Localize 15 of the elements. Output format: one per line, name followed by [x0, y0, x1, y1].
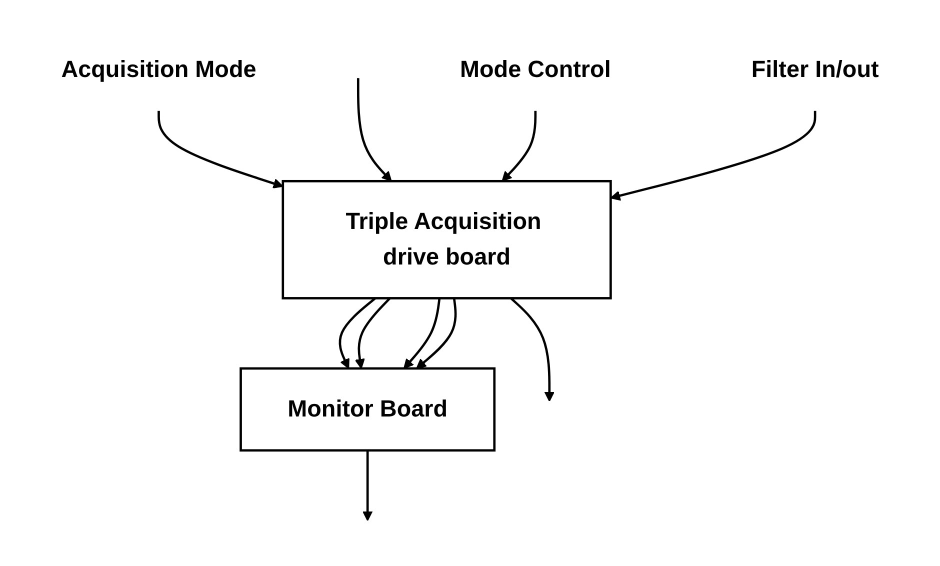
- arrow: [338, 297, 376, 369]
- signal-label: Filter In/out: [751, 57, 879, 83]
- arrow: [416, 298, 457, 369]
- arrow: [356, 78, 392, 182]
- arrow: [362, 450, 373, 522]
- arrow: [510, 297, 555, 402]
- board-box: Monitor Board: [240, 367, 496, 452]
- arrow: [610, 110, 816, 201]
- signal-label: Mode Control: [460, 57, 611, 83]
- arrow: [403, 298, 441, 369]
- arrow: [502, 110, 537, 182]
- signal-label: Acquisition Mode: [61, 57, 256, 83]
- arrow: [354, 297, 391, 369]
- arrow: [158, 110, 284, 188]
- board-box: Triple Acquisition drive board: [282, 180, 612, 300]
